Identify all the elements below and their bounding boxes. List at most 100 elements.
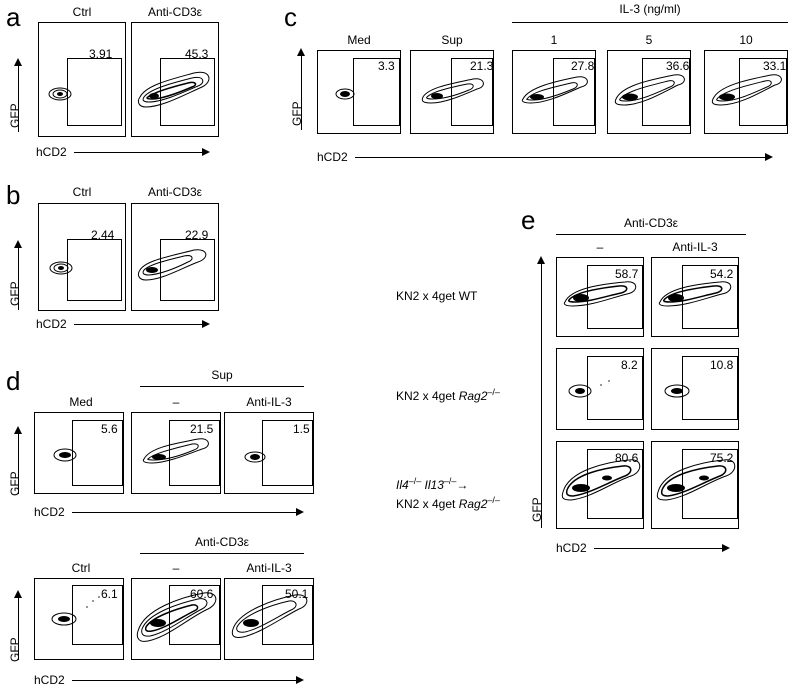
column-label: Anti-IL-3	[246, 395, 292, 409]
y-axis-label: GFP	[8, 281, 22, 306]
y-axis-arrow	[18, 64, 19, 132]
column-label: Anti-IL-3	[672, 240, 718, 254]
gate-percentage: 3.91	[89, 47, 113, 61]
y-axis-arrow	[18, 596, 19, 660]
column-label: 10	[739, 33, 753, 47]
flow-plot: 3.3	[317, 50, 401, 134]
y-axis-arrowhead	[14, 58, 22, 66]
y-axis-arrowhead	[297, 48, 305, 56]
x-axis-arrow	[74, 152, 202, 153]
contour-cluster	[142, 438, 209, 464]
gate-box	[642, 58, 690, 126]
gate-percentage: 45.3	[185, 47, 209, 61]
x-axis-arrowhead	[296, 676, 304, 684]
gene-name: Il4	[396, 478, 409, 492]
flow-plot: 1.5	[224, 412, 314, 494]
flow-plot: 36.6	[607, 50, 691, 134]
flow-plot: 27.8	[512, 50, 596, 134]
gate-percentage: 21.5	[190, 422, 214, 436]
x-axis-arrow	[74, 324, 202, 325]
gate-percentage: 21.3	[470, 59, 494, 73]
contour-cluster	[53, 448, 77, 462]
x-axis-arrowhead	[765, 153, 773, 161]
row-label-rag2: KN2 x 4get Rag2–/–	[396, 385, 500, 404]
contour-cluster	[137, 71, 210, 108]
x-axis-label: hCD2	[317, 150, 348, 164]
gate-box	[67, 58, 122, 126]
y-axis-arrow	[18, 246, 19, 310]
gate-box	[160, 239, 215, 301]
column-label: Anti-IL-3	[246, 561, 292, 575]
y-axis-arrowhead	[14, 240, 22, 248]
contour-cluster	[561, 459, 641, 501]
flow-plot: 5.6	[34, 412, 124, 494]
gate-percentage: 5.6	[101, 422, 118, 436]
flow-plot: 45.3	[131, 22, 219, 137]
contour-cluster	[421, 78, 484, 104]
genotype-superscript: –/–	[487, 387, 500, 397]
column-label: –	[172, 561, 180, 575]
y-axis-arrow	[541, 262, 542, 528]
contour-cluster	[711, 74, 782, 106]
x-axis-label: hCD2	[36, 145, 67, 159]
row-label-text: KN2 x 4get	[396, 497, 459, 511]
genotype-superscript: –/–	[487, 495, 500, 505]
flow-plot: 50.1	[224, 578, 314, 660]
flow-plot: 21.3	[410, 50, 494, 134]
contour-cluster	[49, 261, 73, 275]
gate-box	[553, 58, 595, 126]
flow-plot: 22.9	[131, 203, 219, 311]
flow-plot: 60.6	[131, 578, 221, 660]
contour-cluster	[231, 594, 308, 638]
column-label: Ctrl	[72, 185, 92, 199]
column-label: Anti-CD3ε	[147, 5, 203, 19]
gate-percentage: 36.6	[666, 59, 690, 73]
x-axis-arrowhead	[202, 148, 210, 156]
x-axis-label: hCD2	[36, 317, 67, 331]
gate-percentage: 10.8	[710, 358, 734, 372]
gate-box	[169, 420, 220, 486]
contour-cluster	[658, 281, 732, 307]
flow-plot: 8.2	[556, 348, 644, 430]
contour-cluster	[244, 451, 266, 463]
row-label-wt: KN2 x 4get WT	[396, 289, 478, 303]
gate-percentage: 50.1	[285, 587, 309, 601]
gate-box	[262, 585, 313, 645]
y-axis-arrow	[18, 432, 19, 494]
x-axis-label: hCD2	[556, 541, 587, 555]
gate-box	[587, 356, 643, 420]
gate-box	[169, 585, 220, 645]
group-label: Anti-CD3ε	[623, 216, 679, 230]
contour-cluster	[664, 384, 690, 398]
flow-plot: 3.91	[38, 22, 126, 137]
gate-percentage: 3.3	[378, 59, 395, 73]
x-axis-arrow	[594, 548, 722, 549]
contour-cluster	[48, 87, 72, 101]
y-axis-arrowhead	[537, 256, 545, 264]
panel-label-a: a	[6, 2, 21, 32]
group-label: Sup	[211, 368, 233, 382]
group-bracket	[140, 553, 304, 554]
flow-plot: 33.1	[704, 50, 788, 134]
x-axis-arrowhead	[722, 544, 730, 552]
column-label: 1	[550, 33, 558, 47]
gate-box	[160, 58, 215, 126]
gate-percentage: 58.7	[615, 267, 639, 281]
gate-percentage: 60.6	[190, 587, 214, 601]
gate-box	[682, 356, 738, 420]
x-axis-arrow	[72, 512, 296, 513]
gate-percentage: 6.1	[101, 587, 118, 601]
gate-percentage: 2.44	[91, 228, 115, 242]
flow-plot: 2.44	[38, 203, 126, 311]
gate-box	[587, 449, 643, 519]
genotype-superscript: –/–	[443, 476, 457, 486]
gate-box	[451, 58, 493, 126]
x-axis-arrowhead	[296, 508, 304, 516]
gate-box	[739, 58, 787, 126]
flow-plot: 54.2	[651, 257, 739, 337]
flow-plot: 80.6	[556, 441, 644, 529]
y-axis-label: GFP	[8, 103, 22, 128]
column-label: Med	[69, 395, 93, 409]
group-label: IL-3 (ng/ml)	[619, 2, 681, 16]
column-label: Sup	[441, 33, 463, 47]
